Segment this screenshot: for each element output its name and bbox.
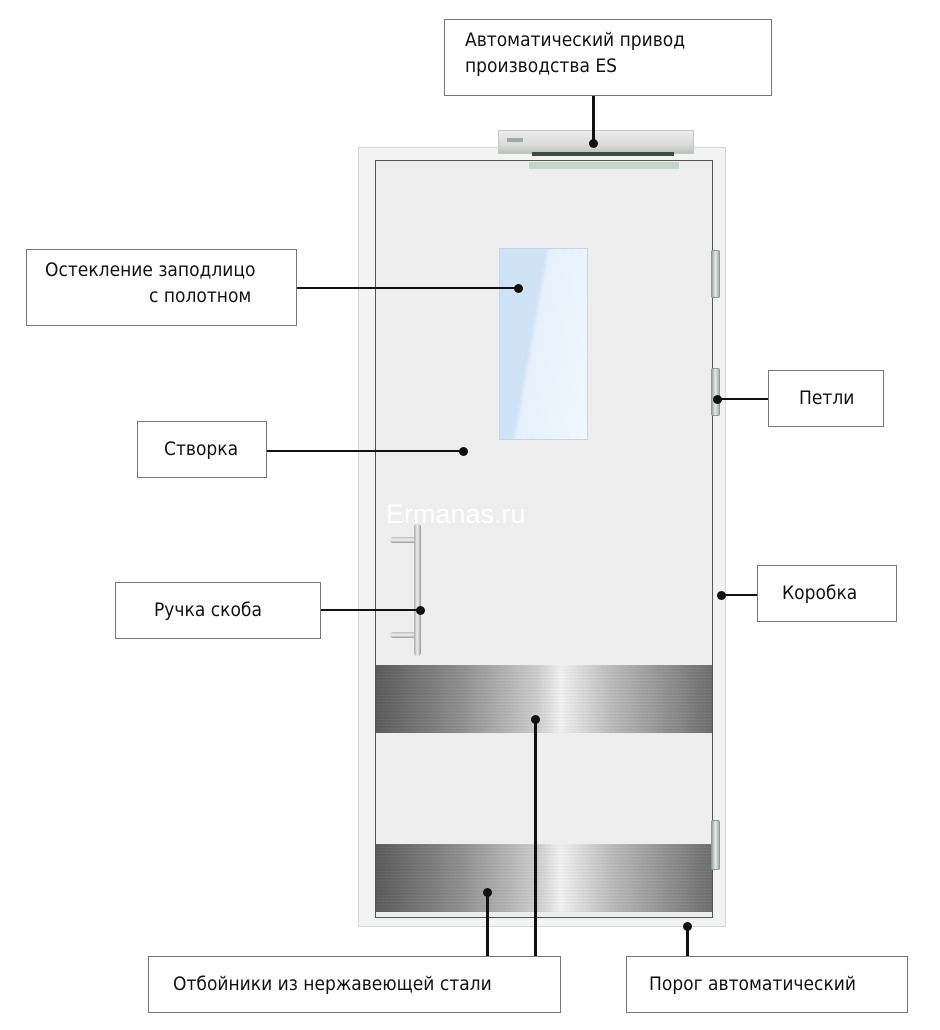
label-threshold: Порог автоматический (626, 956, 908, 1013)
leader-upper-kick-plate (534, 719, 537, 956)
leader-threshold (686, 926, 689, 956)
operator-arm (532, 152, 674, 156)
label-frame: Коробка (757, 565, 897, 622)
leader-hinges (718, 398, 768, 400)
label-operator: Автоматический привод производства ES (444, 19, 772, 96)
leader-handle (321, 609, 421, 611)
pointer-operator (589, 139, 598, 148)
leader-glazing (297, 287, 519, 289)
leader-lower-kick-plate (486, 892, 489, 956)
label-handle-text: Ручка скоба (154, 599, 262, 621)
label-operator-line2: производства ES (465, 55, 618, 77)
pull-handle (414, 524, 421, 656)
hinge-middle (711, 368, 720, 416)
label-leaf-text: Створка (164, 438, 239, 460)
operator-logo (507, 138, 523, 142)
handle-arm-top (390, 537, 418, 543)
label-frame-text: Коробка (782, 582, 858, 604)
pointer-leaf (459, 447, 468, 456)
watermark: Ermanas.ru (386, 499, 526, 529)
pointer-handle (416, 606, 425, 615)
upper-kick-plate (376, 665, 712, 733)
hinge-bottom (711, 820, 720, 870)
operator-rail (529, 162, 679, 169)
label-glazing-line2: с полотном (149, 285, 252, 307)
pointer-hinges (713, 395, 722, 404)
label-hinges: Петли (768, 370, 884, 427)
label-handle: Ручка скоба (115, 582, 321, 639)
label-leaf: Створка (137, 421, 267, 478)
lower-kick-plate (376, 844, 712, 912)
label-glazing: Остекление заподлицо с полотном (26, 249, 297, 326)
label-kick-plates-text: Отбойники из нержавеющей стали (173, 973, 492, 995)
label-kick-plates: Отбойники из нержавеющей стали (148, 956, 561, 1013)
flush-glazing (499, 248, 588, 440)
label-threshold-text: Порог автоматический (649, 973, 856, 995)
leader-leaf (267, 450, 464, 452)
hinge-top (711, 250, 720, 298)
label-operator-line1: Автоматический привод (465, 29, 686, 51)
label-hinges-text: Петли (799, 387, 855, 409)
leader-operator (592, 96, 595, 144)
handle-arm-bottom (390, 632, 418, 638)
label-glazing-line1: Остекление заподлицо (45, 259, 256, 281)
pointer-glazing (514, 284, 523, 293)
pointer-frame (717, 591, 726, 600)
leader-frame (722, 594, 757, 596)
